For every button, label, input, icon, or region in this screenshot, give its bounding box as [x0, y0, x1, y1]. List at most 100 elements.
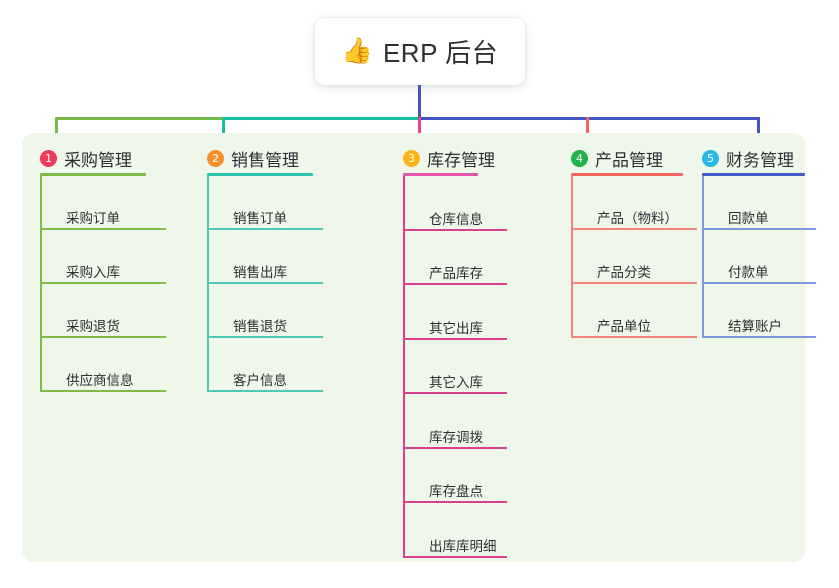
- leaf-rule: [207, 336, 323, 338]
- leaf-rule: [207, 282, 323, 284]
- root-title: ERP 后台: [382, 38, 499, 68]
- branch-header-rule-1: [40, 173, 146, 176]
- leaf-item[interactable]: 采购退货: [40, 284, 166, 338]
- branch-panel: [22, 133, 805, 562]
- leaf-label: 仓库信息: [429, 211, 483, 227]
- branch-header-1[interactable]: 1 采购管理: [40, 140, 146, 176]
- branch-leaf-list-2: 销售订单销售出库销售退货客户信息: [207, 176, 323, 392]
- leaf-item[interactable]: 销售出库: [207, 230, 323, 284]
- leaf-label: 产品单位: [597, 319, 651, 334]
- branch-drop-line-2: [222, 117, 225, 143]
- branch-title-1: 采购管理: [64, 150, 132, 170]
- leaf-rule: [40, 282, 166, 284]
- leaf-label: 库存盘点: [429, 484, 483, 499]
- branch-header-rule-5: [702, 173, 805, 176]
- branch-badge-4: 4: [571, 149, 588, 167]
- leaf-rule: [403, 283, 507, 285]
- leaf-rule: [702, 228, 816, 230]
- branch-drop-line-5: [757, 117, 760, 143]
- branch-title-3: 库存管理: [427, 150, 495, 170]
- branch-badge-2: 2: [207, 149, 224, 167]
- leaf-label: 产品分类: [597, 265, 651, 280]
- branch-badge-5: 5: [702, 149, 719, 167]
- branch-leaf-list-5: 回款单付款单结算账户: [702, 176, 816, 338]
- root-node[interactable]: 👍 ERP 后台: [315, 18, 525, 85]
- leaf-item[interactable]: 库存盘点: [403, 449, 507, 503]
- leaf-item[interactable]: 其它入库: [403, 340, 507, 394]
- leaf-label: 采购订单: [66, 211, 120, 226]
- branch-drop-line-3: [418, 117, 421, 143]
- branch-leaf-list-4: 产品（物料） 产品分类产品单位: [571, 176, 697, 338]
- thumbs-up-icon: 👍: [341, 37, 373, 65]
- branch-title-5: 财务管理: [726, 150, 794, 170]
- leaf-rule: [40, 390, 166, 392]
- leaf-item[interactable]: 销售订单: [207, 176, 323, 230]
- leaf-item[interactable]: 客户信息: [207, 338, 323, 392]
- bar-segment-green: [55, 117, 225, 120]
- leaf-item[interactable]: 产品（物料）: [571, 176, 697, 230]
- leaf-item[interactable]: 付款单: [702, 230, 816, 284]
- leaf-rule: [403, 228, 507, 231]
- leaf-rule: [40, 228, 166, 230]
- leaf-rule: [571, 282, 697, 284]
- leaf-label: 回款单: [728, 211, 769, 226]
- leaf-label: 出库库明细: [429, 538, 497, 554]
- leaf-item[interactable]: 采购入库: [40, 230, 166, 284]
- branch-spine-1: [40, 176, 42, 392]
- leaf-item[interactable]: 供应商信息: [40, 338, 166, 392]
- branch-drop-line-4: [586, 117, 589, 143]
- leaf-item[interactable]: 出库库明细: [403, 503, 507, 558]
- leaf-label: 其它入库: [429, 375, 483, 390]
- leaf-item[interactable]: 回款单: [702, 176, 816, 230]
- leaf-rule: [702, 282, 816, 284]
- branch-column-1: 1 采购管理采购订单采购入库采购退货供应商信息: [40, 140, 166, 392]
- branch-header-rule-2: [207, 173, 313, 176]
- leaf-item[interactable]: 结算账户: [702, 284, 816, 338]
- leaf-item[interactable]: 采购订单: [40, 176, 166, 230]
- leaf-rule: [403, 337, 507, 340]
- leaf-rule: [403, 392, 507, 394]
- leaf-label: 销售订单: [233, 211, 287, 226]
- leaf-rule: [207, 228, 323, 230]
- leaf-label: 产品库存: [429, 266, 483, 281]
- branch-header-5[interactable]: 5 财务管理: [702, 140, 805, 176]
- root-stem-line: [418, 85, 421, 120]
- leaf-label: 客户信息: [233, 373, 287, 388]
- leaf-label: 销售出库: [233, 265, 287, 280]
- branch-column-2: 2 销售管理销售订单销售出库销售退货客户信息: [207, 140, 323, 392]
- leaf-item[interactable]: 其它出库: [403, 285, 507, 340]
- branch-column-4: 4 产品管理产品（物料） 产品分类产品单位: [571, 140, 697, 338]
- leaf-rule: [403, 446, 507, 449]
- branch-title-4: 产品管理: [595, 150, 663, 170]
- leaf-label: 付款单: [728, 265, 769, 280]
- leaf-rule: [403, 501, 507, 503]
- leaf-item[interactable]: 库存调拨: [403, 394, 507, 449]
- leaf-item[interactable]: 产品分类: [571, 230, 697, 284]
- branch-column-5: 5 财务管理回款单付款单结算账户: [702, 140, 816, 338]
- branch-header-rule-4: [571, 173, 683, 176]
- leaf-label: 库存调拨: [429, 429, 483, 445]
- leaf-rule: [702, 336, 816, 338]
- leaf-item[interactable]: 产品单位: [571, 284, 697, 338]
- leaf-rule: [40, 336, 166, 338]
- branch-leaf-list-1: 采购订单采购入库采购退货供应商信息: [40, 176, 166, 392]
- branch-header-2[interactable]: 2 销售管理: [207, 140, 313, 176]
- branch-badge-1: 1: [40, 149, 57, 167]
- leaf-label: 采购退货: [66, 319, 120, 334]
- leaf-rule: [403, 555, 507, 558]
- branch-title-2: 销售管理: [231, 150, 299, 170]
- branch-spine-4: [571, 176, 573, 338]
- leaf-label: 采购入库: [66, 265, 120, 280]
- branch-drop-line-1: [55, 117, 58, 143]
- leaf-item[interactable]: 产品库存: [403, 231, 507, 285]
- leaf-item[interactable]: 销售退货: [207, 284, 323, 338]
- leaf-item[interactable]: 仓库信息: [403, 176, 507, 231]
- leaf-rule: [207, 390, 323, 392]
- branch-header-4[interactable]: 4 产品管理: [571, 140, 683, 176]
- branch-header-rule-3: [403, 173, 478, 176]
- branch-leaf-list-3: 仓库信息产品库存其它出库其它入库库存调拨库存盘点出库库明细: [403, 176, 507, 558]
- leaf-label: 其它出库: [429, 320, 483, 336]
- leaf-rule: [571, 336, 697, 338]
